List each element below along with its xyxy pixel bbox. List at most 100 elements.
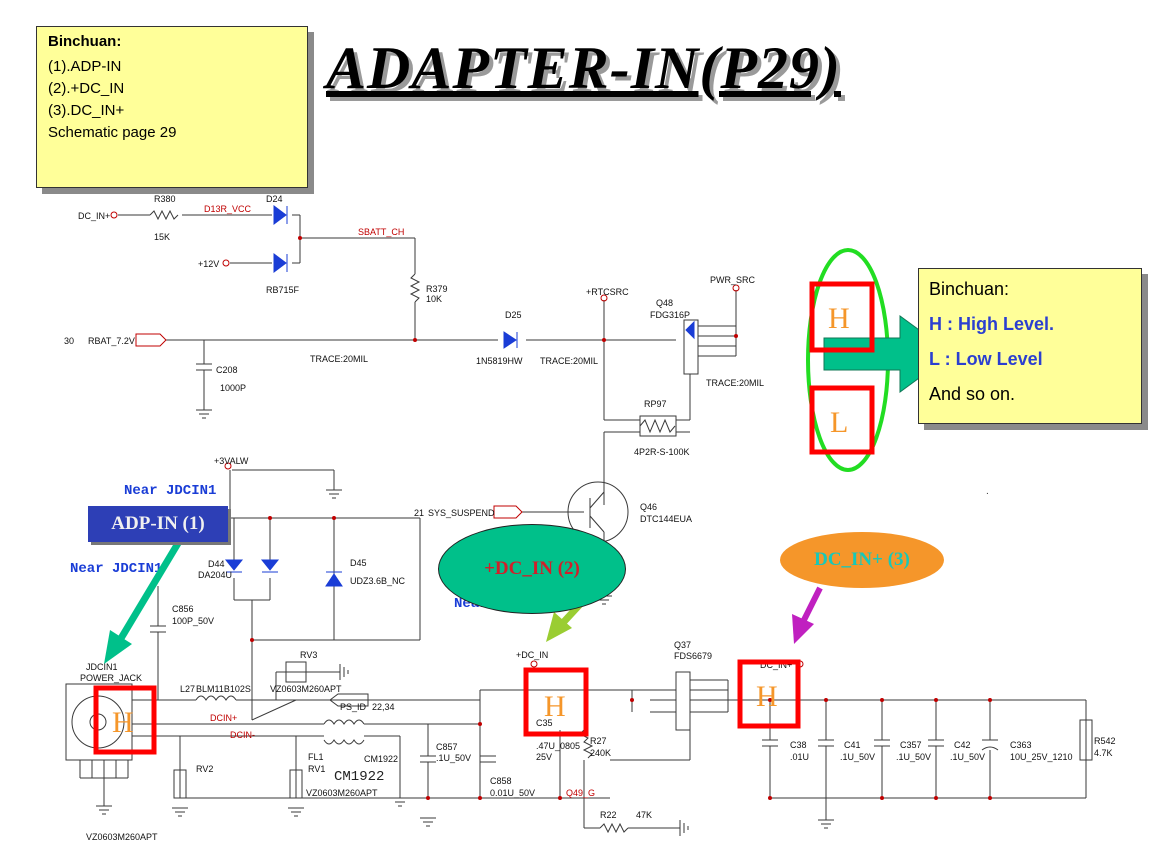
label-d13r-vcc: D13R_VCC — [204, 204, 252, 214]
high-marker-box-dcin — [523, 667, 589, 737]
label-q48-part: FDG316P — [650, 310, 690, 320]
dc-in-3-arrow — [799, 586, 823, 626]
note-left-line-2: (2).+DC_IN — [48, 80, 125, 97]
label-dcin-plus: DCIN+ — [210, 713, 237, 723]
label-d25-part: 1N5819HW — [476, 356, 523, 366]
label-r379: R379 — [426, 284, 448, 294]
label-pwr-src: PWR_SRC — [710, 275, 756, 285]
stray-dot: . — [986, 486, 989, 497]
label-l27: L27 — [180, 684, 195, 694]
label-near-jdcin1-a: Near JDCIN1 — [124, 483, 216, 499]
label-d24-part: RB715F — [266, 285, 300, 295]
label-cm1922-big: CM1922 — [334, 769, 384, 785]
label-plus-dc-in: +DC_IN — [516, 650, 548, 660]
dc-in-2-arrow-head — [546, 612, 572, 642]
label-c41: C41 — [844, 740, 861, 750]
page-title: ADAPTER-IN(P29) — [326, 35, 841, 101]
label-rp97-part: 4P2R-S-100K — [634, 447, 690, 457]
high-marker-dcin: H — [544, 690, 566, 723]
note-left-line-1: (1).ADP-IN — [48, 58, 122, 75]
adp-in-callout: ADP-IN (1) — [88, 506, 228, 542]
label-dc-in-plus-net: DC_IN+ — [78, 211, 110, 221]
note-left-heading: Binchuan: — [48, 33, 122, 50]
label-rbat: RBAT_7.2V — [88, 336, 135, 346]
note-left: Binchuan: (1).ADP-IN (2).+DC_IN (3).DC_I… — [36, 26, 308, 188]
label-c856-val: 100P_50V — [172, 616, 214, 626]
label-q48: Q48 — [656, 298, 673, 308]
label-near-jdcin1-b: Near JDCIN1 — [70, 561, 162, 577]
label-c357: C357 — [900, 740, 922, 750]
label-r380: R380 — [154, 194, 176, 204]
label-c857-val: .1U_50V — [436, 753, 471, 763]
dc-in-3-arrow-head — [792, 614, 814, 644]
high-marker-box-dcinplus — [737, 659, 801, 729]
label-r27: R27 — [590, 736, 607, 746]
label-ps-id: PS_ID — [340, 702, 367, 712]
label-rv3: RV3 — [300, 650, 317, 660]
label-rp97: RP97 — [644, 399, 667, 409]
note-right-high: H : High Level. — [929, 314, 1055, 334]
label-q49-g: Q49_G — [566, 788, 595, 798]
label-c208: C208 — [216, 365, 238, 375]
label-d44: D44 — [208, 559, 225, 569]
high-marker-box-legend — [809, 281, 875, 353]
label-r379-val: 10K — [426, 294, 442, 304]
low-marker-legend: L — [830, 406, 848, 439]
label-c42: C42 — [954, 740, 971, 750]
label-trace2: TRACE:20MIL — [540, 356, 598, 366]
label-l27-part: BLM11B102S — [196, 684, 251, 694]
label-d24: D24 — [266, 194, 283, 204]
label-d45: D45 — [350, 558, 367, 568]
label-q46-part: DTC144EUA — [640, 514, 692, 524]
label-c363-val: 10U_25V_1210 — [1010, 752, 1073, 762]
label-c856: C856 — [172, 604, 194, 614]
label-q37: Q37 — [674, 640, 691, 650]
label-r22-val: 47K — [636, 810, 652, 820]
label-c357-val: .1U_50V — [896, 752, 931, 762]
label-c35: C35 — [536, 718, 553, 728]
note-right: Binchuan: H : High Level. L : Low Level … — [918, 268, 1142, 424]
label-dc-in-plus-right: DC_IN+ — [760, 660, 792, 670]
note-right-heading: Binchuan: — [929, 279, 1010, 299]
label-q37-part: FDS6679 — [674, 651, 712, 661]
high-marker-dcinplus: H — [756, 680, 778, 713]
label-c363: C363 — [1010, 740, 1032, 750]
label-jdcin1: JDCIN1 — [86, 662, 118, 672]
label-trace3: TRACE:20MIL — [706, 378, 764, 388]
label-rv3-part: VZ0603M260APT — [270, 684, 342, 694]
label-c858-val: 0.01U_50V — [490, 788, 535, 798]
label-r380-val: 15K — [154, 232, 170, 242]
label-fl1: FL1 — [308, 752, 324, 762]
label-c42-val: .1U_50V — [950, 752, 985, 762]
label-dcin-minus: DCIN- — [230, 730, 255, 740]
label-d45-part: UDZ3.6B_NC — [350, 576, 406, 586]
label-sbatt-ch: SBATT_CH — [358, 227, 404, 237]
label-q46: Q46 — [640, 502, 657, 512]
low-marker-box-legend — [809, 385, 875, 455]
dc-in-3-callout: DC_IN+ (3) — [780, 532, 944, 588]
label-d25: D25 — [505, 310, 522, 320]
high-marker-jack: H — [112, 706, 134, 739]
label-rv1: RV1 — [308, 764, 325, 774]
label-r27-val: 240K — [590, 748, 611, 758]
label-d44-part: DA204U — [198, 570, 232, 580]
label-sys-suspend: SYS_SUSPEND — [428, 508, 495, 518]
high-marker-box-jack — [93, 685, 157, 755]
label-plus12v: +12V — [198, 259, 219, 269]
label-c858: C858 — [490, 776, 512, 786]
label-c38-val: .01U — [790, 752, 809, 762]
label-c41-val: .1U_50V — [840, 752, 875, 762]
label-rv2-part: VZ0603M260APT — [86, 832, 158, 842]
label-c857: C857 — [436, 742, 458, 752]
label-c35-val: .47U_0805 — [536, 741, 580, 751]
note-right-low: L : Low Level — [929, 349, 1043, 369]
label-c35-v: 25V — [536, 752, 552, 762]
adp-in-arrow — [116, 538, 184, 642]
label-cm1922: CM1922 — [364, 754, 398, 764]
note-left-line-3: (3).DC_IN+ — [48, 102, 125, 119]
label-rv2: RV2 — [196, 764, 213, 774]
label-r542: R542 — [1094, 736, 1116, 746]
label-rtcsrc: +RTCSRC — [586, 287, 629, 297]
high-marker-legend: H — [828, 302, 850, 335]
